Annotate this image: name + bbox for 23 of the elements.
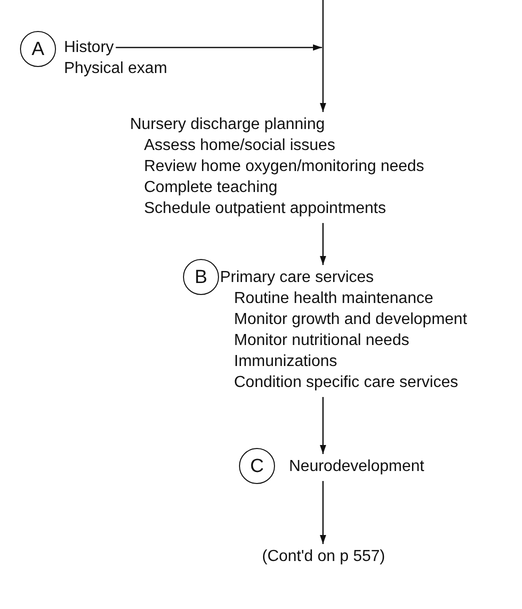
list-item: Monitor growth and development [233, 310, 468, 330]
list-item: Monitor nutritional needs [233, 331, 410, 351]
arrow [320, 481, 326, 544]
list-item: Assess home/social issues [143, 136, 336, 156]
list-item: Schedule outpatient appointments [143, 199, 386, 219]
arrow [320, 223, 326, 265]
list-item: Condition specific care services [233, 373, 458, 393]
text-label: History [64, 38, 114, 58]
list-item: Complete teaching [143, 178, 278, 198]
arrow [320, 397, 326, 454]
arrow [116, 44, 322, 51]
circled-letter: A [20, 31, 56, 67]
list-item: Review home oxygen/monitoring needs [143, 157, 424, 177]
text-label: (Cont'd on p 557) [262, 547, 386, 567]
circled-letter: B [183, 259, 219, 295]
list-heading: Primary care services [220, 268, 374, 288]
list-item: Immunizations [233, 352, 338, 372]
circled-letter: C [239, 448, 275, 484]
text-label: Neurodevelopment [289, 457, 424, 477]
list-item: Routine health maintenance [233, 289, 434, 309]
arrow [320, 0, 326, 112]
text-label: Physical exam [64, 59, 168, 79]
list-heading: Nursery discharge planning [130, 115, 325, 135]
